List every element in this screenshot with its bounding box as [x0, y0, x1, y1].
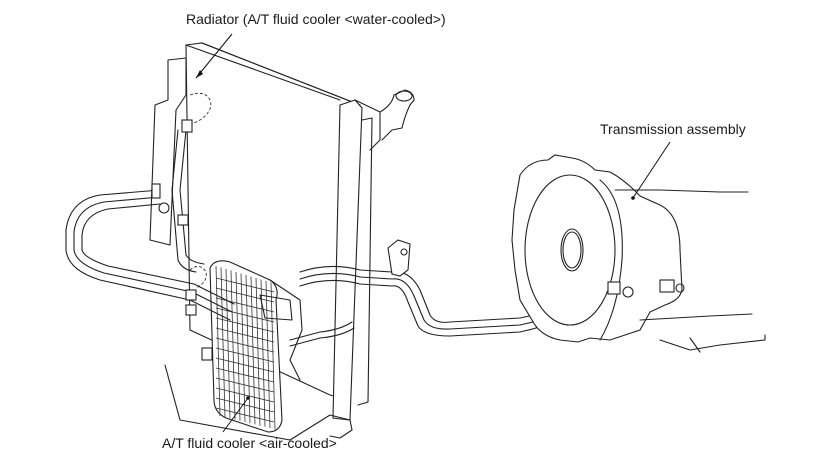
- cooler-fin: [270, 282, 276, 430]
- cooler-fin: [235, 271, 241, 421]
- cooler-bracket: [259, 294, 293, 321]
- air-cooled-fluid-cooler: [209, 260, 303, 433]
- cooler-fin-cross: [215, 387, 275, 403]
- cooler-fin-cross: [215, 357, 275, 373]
- transmission-assembly: [511, 154, 766, 353]
- cooler-fin: [250, 276, 256, 425]
- radiator-filler-neck: [379, 89, 415, 141]
- transmission-assembly-label: Transmission assembly: [600, 121, 746, 137]
- leader-transmission: [632, 141, 671, 199]
- cooler-fin: [220, 267, 226, 418]
- transmission-housing: [511, 154, 683, 343]
- cooler-fin: [225, 268, 231, 419]
- cooler-fin-cross: [215, 397, 275, 413]
- cooler-fin: [240, 273, 246, 423]
- cooler-fin-cross: [215, 347, 275, 363]
- radiator-cap: [395, 90, 413, 102]
- radiator: [149, 42, 415, 441]
- leader-air-cooler: [222, 397, 249, 433]
- cooler-fin-cross: [215, 327, 275, 343]
- hose-clamp: [181, 119, 193, 133]
- hidden-hose-top: [187, 92, 212, 124]
- input-shaft: [560, 228, 584, 272]
- cooler-fin: [215, 265, 221, 417]
- cooler-fin-cross: [215, 277, 275, 293]
- cooler-fin-cross: [215, 317, 275, 333]
- air-cooled-fluid-cooler-label: A/T fluid cooler <air-cooled>: [162, 435, 337, 451]
- radiator-right-tank: [332, 99, 363, 421]
- cooler-fin-cross: [215, 307, 275, 323]
- cooler-fin-cross: [215, 407, 275, 423]
- leader-radiator: [195, 33, 233, 79]
- cooler-fin: [230, 270, 236, 420]
- cooler-fin-cross: [215, 377, 275, 393]
- torque-converter-housing: [524, 174, 616, 326]
- cooler-fin: [255, 277, 261, 426]
- cooler-fin-cross: [215, 287, 275, 303]
- hidden-hose-mid: [189, 266, 207, 289]
- cooler-fin: [265, 280, 271, 429]
- radiator-label: Radiator (A/T fluid cooler <water-cooled…: [186, 11, 446, 27]
- hose-clamp: [151, 183, 161, 199]
- cooler-fin-cross: [215, 367, 275, 383]
- line-bracket: [387, 239, 411, 277]
- cooler-fin-cross: [215, 337, 275, 353]
